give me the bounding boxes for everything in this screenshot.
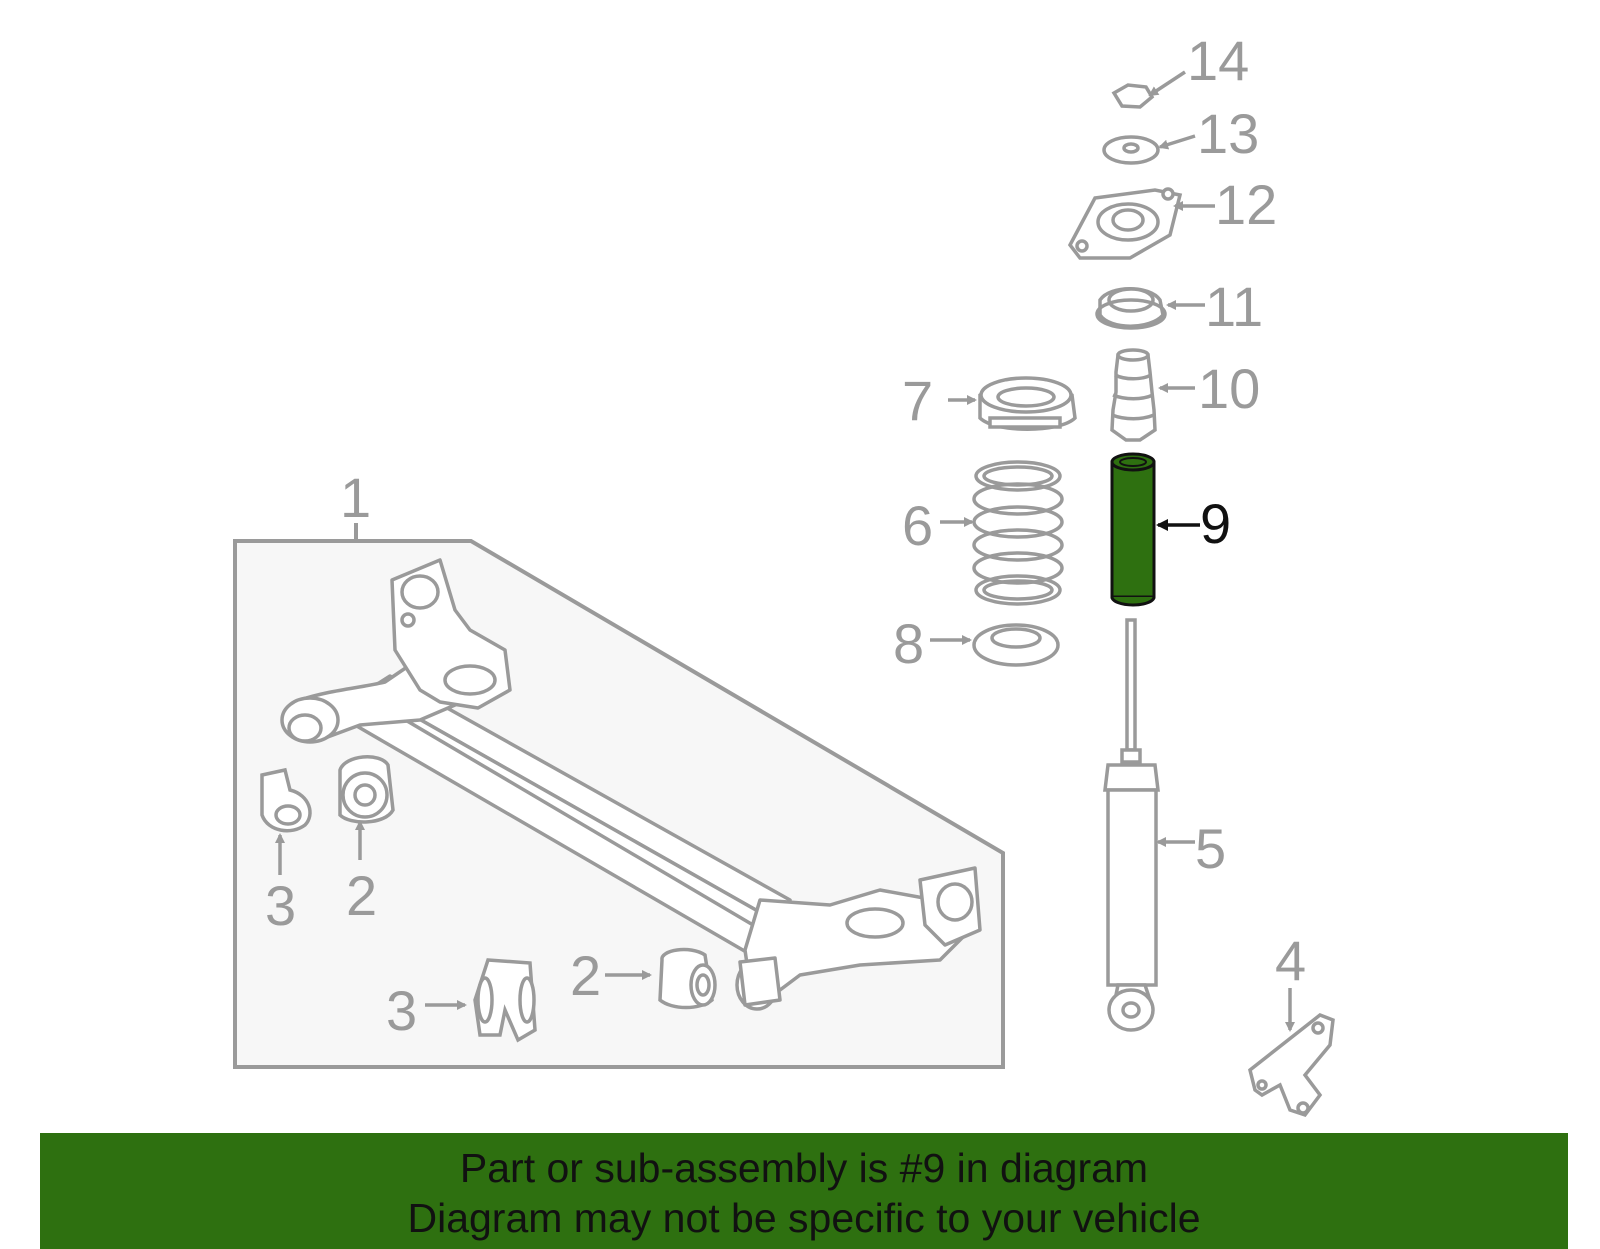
bracket-part-3-upper <box>260 767 312 833</box>
callout-13: 13 <box>1197 102 1259 165</box>
callout-4: 4 <box>1275 929 1306 992</box>
callout-14: 14 <box>1187 29 1249 92</box>
banner-line-2: Diagram may not be specific to your vehi… <box>407 1195 1201 1241</box>
callout-6: 6 <box>902 494 933 557</box>
rear-axle-beam <box>280 558 982 1011</box>
callout-12: 12 <box>1215 173 1277 236</box>
spring-seat-part-7 <box>978 376 1077 431</box>
spring-seat-part-8 <box>972 623 1060 667</box>
shock-absorber-part-5 <box>1103 618 1160 1032</box>
bracket-part-3-lower <box>473 958 537 1043</box>
callout-5: 5 <box>1195 817 1226 880</box>
leader-arrows <box>275 70 1295 1032</box>
insulator-part-11 <box>1095 287 1167 330</box>
callout-labels: 1 2 2 3 3 4 5 6 7 8 9 10 11 12 13 14 <box>265 29 1306 1042</box>
info-banner: Part or sub-assembly is #9 in diagram Di… <box>40 1133 1568 1249</box>
banner-line-1: Part or sub-assembly is #9 in diagram <box>459 1145 1149 1191</box>
callout-7: 7 <box>902 369 933 432</box>
bump-stop-part-10 <box>1110 348 1157 442</box>
callout-9[interactable]: 9 <box>1200 492 1231 555</box>
callout-3: 3 <box>265 874 296 937</box>
bushing-part-2-upper <box>338 755 395 824</box>
callout-8: 8 <box>893 612 924 675</box>
bushing-part-2-lower <box>658 947 717 1010</box>
bracket-part-4 <box>1248 1013 1335 1118</box>
nut-part-14 <box>1111 83 1155 109</box>
coil-spring-part-6 <box>972 460 1064 606</box>
callout-1: 1 <box>340 466 371 529</box>
callout-10: 10 <box>1198 357 1260 420</box>
callout-11: 11 <box>1205 275 1263 338</box>
dust-cover-part-9[interactable] <box>1110 452 1156 607</box>
washer-part-13 <box>1102 135 1160 165</box>
callout-2: 2 <box>570 944 601 1007</box>
callout-2: 2 <box>346 864 377 927</box>
strut-mount-part-12 <box>1067 187 1183 260</box>
callout-3: 3 <box>386 979 417 1042</box>
